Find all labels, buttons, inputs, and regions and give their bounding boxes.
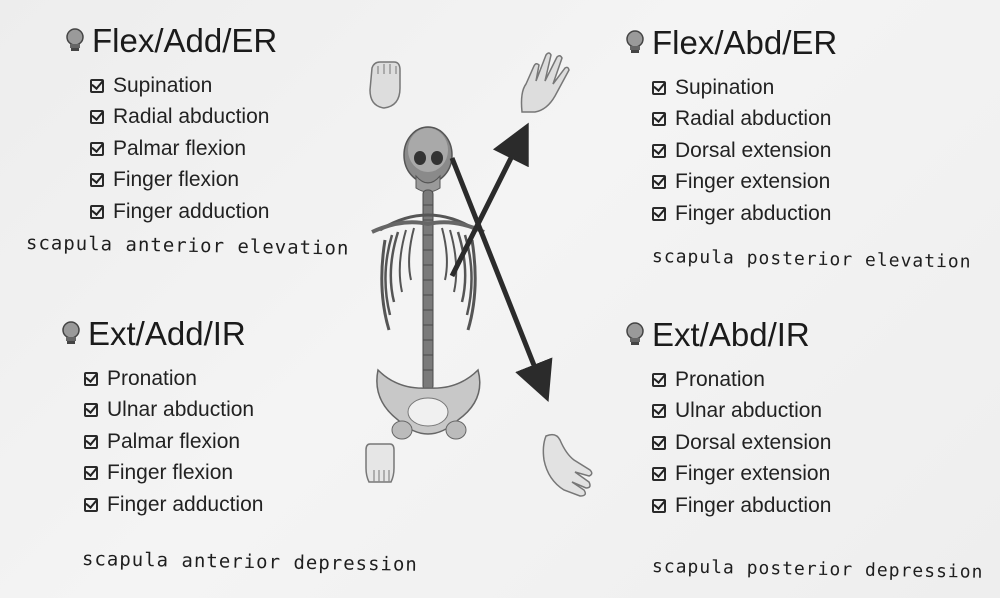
relaxed-hand-icon: [543, 435, 591, 496]
diagonal-arrow-up-right-icon: [452, 136, 522, 276]
open-hand-icon: [522, 53, 570, 112]
skull-icon: [404, 127, 452, 192]
flat-hand-icon: [366, 444, 394, 482]
spine-icon: [423, 190, 433, 390]
fist-hand-icon: [370, 62, 400, 108]
